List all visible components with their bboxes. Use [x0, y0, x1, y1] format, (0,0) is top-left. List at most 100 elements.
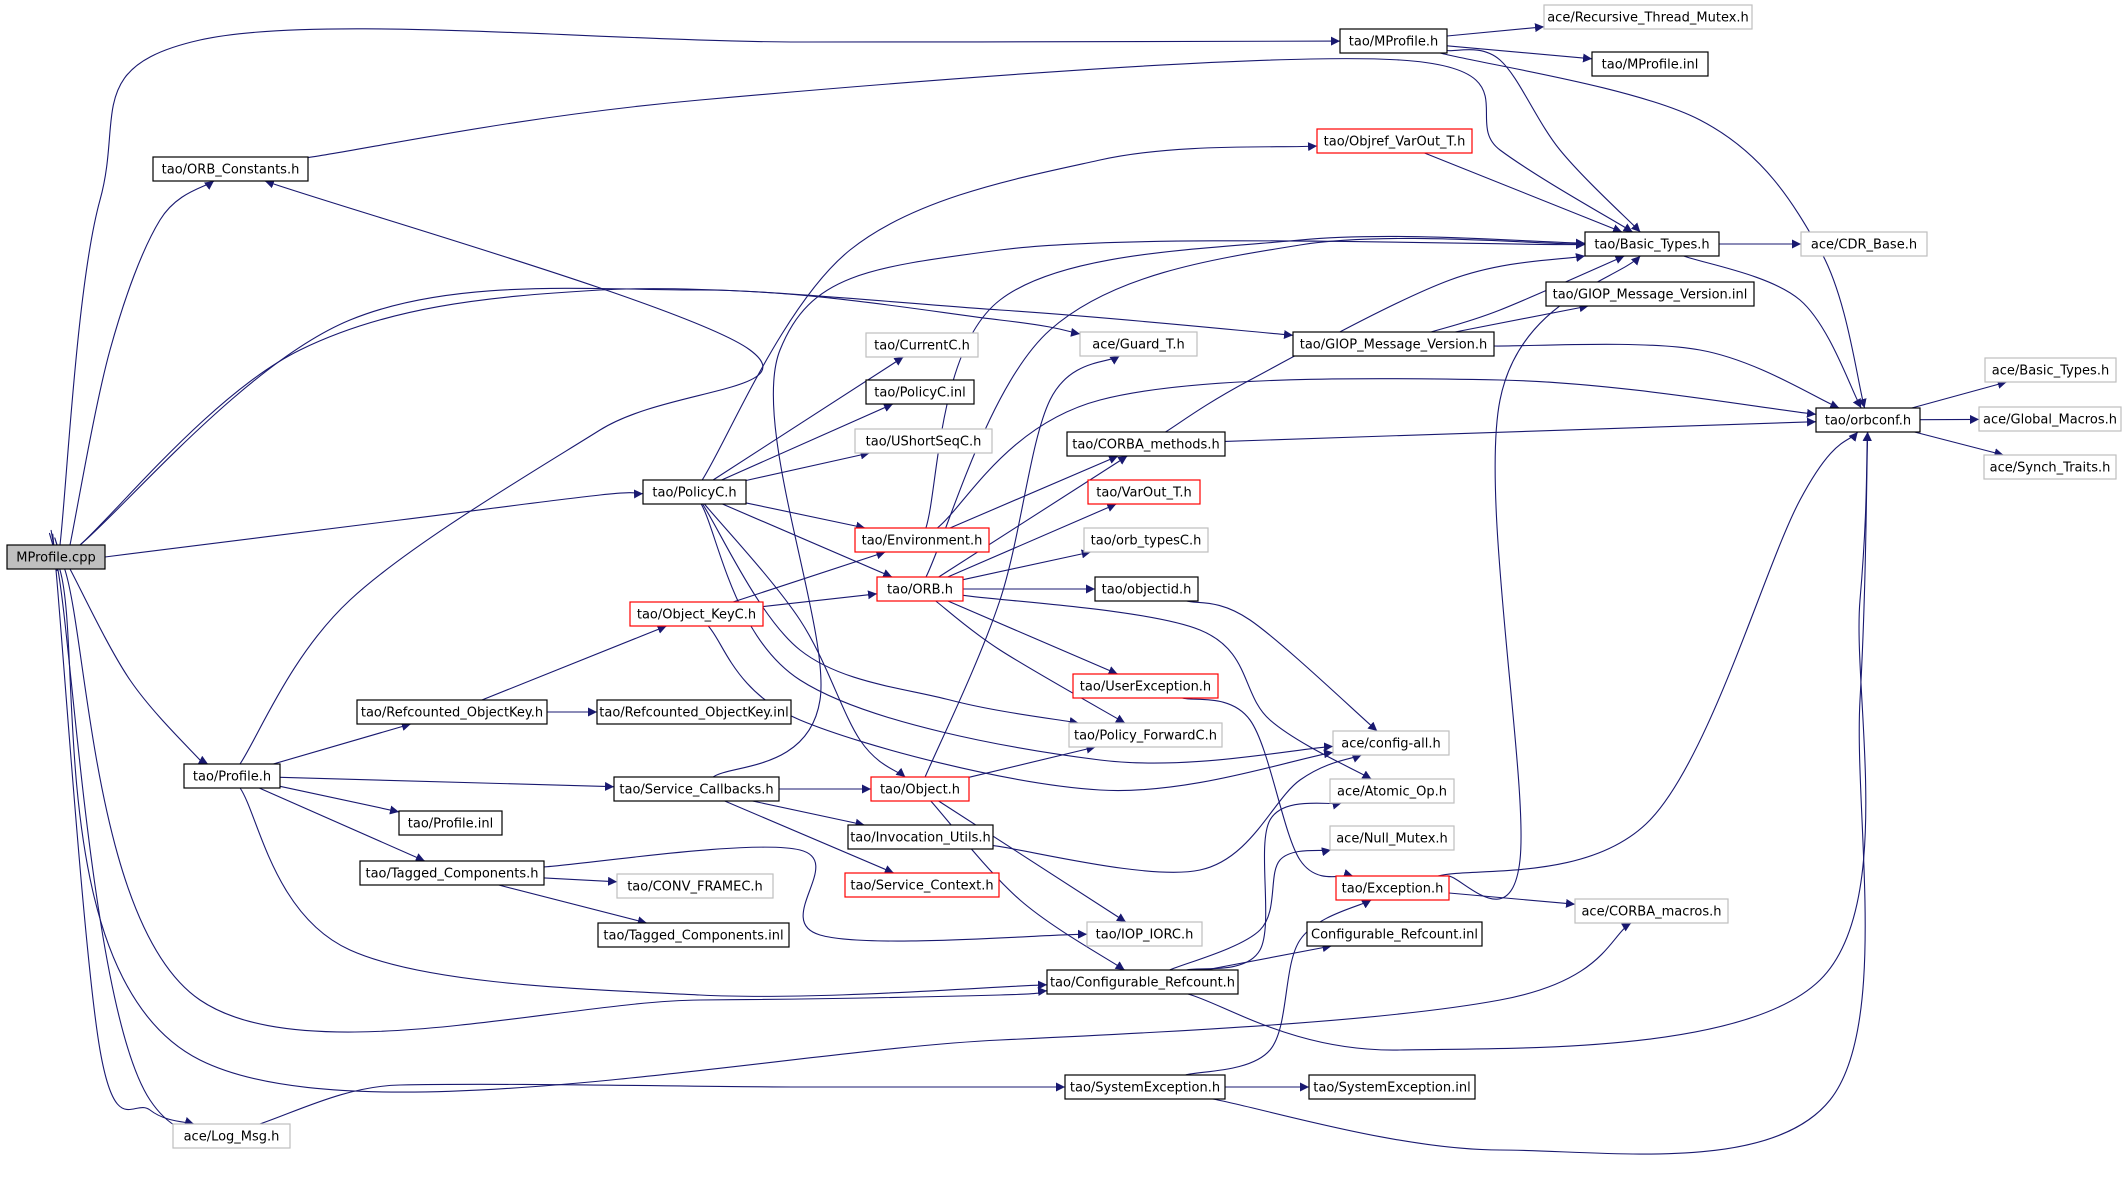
node-label: tao/Invocation_Utils.h	[850, 831, 991, 846]
edge-tao_objref-to-tao_basic_types	[1424, 152, 1623, 233]
node-tao_profile_h[interactable]: tao/Profile.h	[183, 763, 281, 789]
node-box	[642, 479, 747, 505]
node-ace_null_mutex[interactable]: ace/Null_Mutex.h	[1329, 825, 1455, 851]
edge-tao_policyc_h-to-tao_objref	[701, 142, 1318, 481]
node-label: tao/Refcounted_ObjectKey.h	[361, 706, 543, 721]
node-tao_basic_types[interactable]: tao/Basic_Types.h	[1584, 231, 1720, 257]
node-label: tao/Profile.h	[193, 770, 271, 785]
edge-tao_service_callbacks-to-tao_basic_types	[712, 240, 1586, 778]
node-box	[865, 332, 979, 358]
node-tao_currentc[interactable]: tao/CurrentC.h	[865, 332, 979, 358]
edge-tao_orbconf-to-ace_synch_traits	[1914, 431, 2004, 458]
node-ace_corba_macros[interactable]: ace/CORBA_macros.h	[1574, 898, 1729, 924]
node-box	[1087, 479, 1201, 505]
edge-tao_profile_h-to-tao_refcounted_h	[273, 722, 411, 765]
node-tao_orb_typesc[interactable]: tao/orb_typesC.h	[1083, 527, 1209, 553]
node-tao_iop_iorc[interactable]: tao/IOP_IORC.h	[1086, 921, 1203, 947]
edge-mprofile_cpp-to-tao_orb_constants	[66, 180, 215, 560]
node-label: tao/PolicyC.h	[652, 486, 736, 501]
node-tao_service_context[interactable]: tao/Service_Context.h	[844, 872, 1000, 898]
edge-mprofile_cpp-to-ace_log_msg	[52, 533, 195, 1126]
edge-tao_policyc_h-to-tao_currentc	[712, 356, 904, 481]
node-tao_policyc_h[interactable]: tao/PolicyC.h	[642, 479, 747, 505]
node-tao_giop_inl[interactable]: tao/GIOP_Message_Version.inl	[1545, 281, 1755, 307]
node-tao_invocation_utils[interactable]: tao/Invocation_Utils.h	[847, 824, 994, 850]
node-tao_conv_framec[interactable]: tao/CONV_FRAMEC.h	[616, 873, 774, 899]
node-tao_mprofile_inl[interactable]: tao/MProfile.inl	[1591, 51, 1709, 77]
edge-tao_mprofile_h-to-tao_basic_types	[1446, 49, 1641, 233]
node-label: tao/Objref_VarOut_T.h	[1324, 135, 1466, 150]
node-ace_recursive[interactable]: ace/Recursive_Thread_Mutex.h	[1543, 4, 1753, 30]
node-box	[1068, 722, 1223, 748]
node-box	[152, 156, 309, 182]
node-box	[398, 810, 503, 836]
node-tao_orbconf[interactable]: tao/orbconf.h	[1815, 407, 1921, 433]
node-ace_cdr_base[interactable]: ace/CDR_Base.h	[1800, 231, 1928, 257]
node-tao_varout[interactable]: tao/VarOut_T.h	[1087, 479, 1201, 505]
edge-tao_object_h-to-tao_iop_iorc	[938, 800, 1127, 923]
node-label: tao/SystemException.inl	[1313, 1081, 1470, 1096]
node-box	[854, 428, 993, 454]
node-ace_synch_traits[interactable]: ace/Synch_Traits.h	[1983, 454, 2117, 480]
node-tao_objectid[interactable]: tao/objectid.h	[1094, 576, 1199, 602]
node-tao_orb_constants[interactable]: tao/ORB_Constants.h	[152, 156, 309, 182]
node-tao_userexception[interactable]: tao/UserException.h	[1072, 673, 1219, 699]
node-configurable_refcount_inl[interactable]: Configurable_Refcount.inl	[1306, 921, 1483, 947]
node-tao_configurable_refcount[interactable]: tao/Configurable_Refcount.h	[1046, 969, 1239, 995]
node-ace_config_all[interactable]: ace/config-all.h	[1332, 730, 1450, 756]
node-box	[1329, 778, 1455, 804]
node-box	[172, 1123, 291, 1149]
node-box	[854, 527, 990, 553]
edge-tao_tagged_components_h-to-tao_iop_iorc	[543, 846, 1088, 942]
edge-tao_orb-to-tao_policy_forward	[935, 600, 1126, 724]
edge-tao_policyc_h-to-tao_ushortseq	[745, 450, 870, 482]
node-box	[613, 776, 780, 802]
node-tao_service_callbacks[interactable]: tao/Service_Callbacks.h	[613, 776, 780, 802]
node-tao_object_keyc[interactable]: tao/Object_KeyC.h	[629, 601, 764, 627]
edge-tao_profile_h-to-tao_orb_constants	[239, 179, 764, 765]
node-ace_atomic_op[interactable]: ace/Atomic_Op.h	[1329, 778, 1455, 804]
node-tao_systemexception_inl[interactable]: tao/SystemException.inl	[1308, 1074, 1476, 1100]
node-box	[1066, 431, 1226, 457]
node-tao_giop_h[interactable]: tao/GIOP_Message_Version.h	[1292, 331, 1495, 357]
node-tao_systemexception_h[interactable]: tao/SystemException.h	[1064, 1074, 1226, 1100]
node-label: tao/CurrentC.h	[874, 339, 970, 354]
edge-tao_configurable_refcount-to-ace_null_mutex	[1169, 847, 1332, 971]
node-box	[1094, 576, 1199, 602]
node-tao_profile_inl[interactable]: tao/Profile.inl	[398, 810, 503, 836]
node-box	[865, 379, 975, 405]
node-ace_guard[interactable]: ace/Guard_T.h	[1079, 331, 1198, 357]
node-label: tao/objectid.h	[1102, 583, 1192, 598]
node-tao_ushortseq[interactable]: tao/UShortSeqC.h	[854, 428, 993, 454]
node-ace_global_macros[interactable]: ace/Global_Macros.h	[1978, 406, 2122, 432]
node-tao_refcounted_inl[interactable]: tao/Refcounted_ObjectKey.inl	[596, 699, 792, 725]
node-label: tao/MProfile.h	[1349, 35, 1438, 50]
edge-tao_environment-to-tao_basic_types	[925, 235, 1586, 529]
edge-tao_policyc_h-to-ace_config_all	[700, 503, 1334, 764]
edge-tao_giop_h-to-tao_orbconf	[1493, 343, 1840, 409]
node-tao_refcounted_h[interactable]: tao/Refcounted_ObjectKey.h	[356, 699, 548, 725]
node-tao_corba_methods[interactable]: tao/CORBA_methods.h	[1066, 431, 1226, 457]
node-ace_basic_types[interactable]: ace/Basic_Types.h	[1984, 357, 2117, 383]
node-ace_log_msg[interactable]: ace/Log_Msg.h	[172, 1123, 291, 1149]
node-tao_environment[interactable]: tao/Environment.h	[854, 527, 990, 553]
node-tao_policy_forward[interactable]: tao/Policy_ForwardC.h	[1068, 722, 1223, 748]
edge-tao_giop_h-to-tao_basic_types	[1430, 255, 1625, 333]
edge-tao_orb-to-tao_basic_types	[925, 237, 1586, 578]
node-label: tao/UserException.h	[1080, 680, 1211, 695]
node-tao_mprofile_h[interactable]: tao/MProfile.h	[1339, 28, 1448, 54]
node-box	[1983, 454, 2117, 480]
node-tao_tagged_components_h[interactable]: tao/Tagged_Components.h	[359, 860, 545, 886]
edge-tao_profile_h-to-tao_configurable_refcount	[239, 787, 1048, 997]
node-tao_policyc_inl[interactable]: tao/PolicyC.inl	[865, 379, 975, 405]
edge-tao_object_h-to-ace_guard	[924, 355, 1120, 778]
node-tao_tagged_components_inl[interactable]: tao/Tagged_Components.inl	[597, 922, 790, 948]
node-tao_orb[interactable]: tao/ORB.h	[876, 576, 964, 602]
node-box	[1339, 28, 1448, 54]
node-tao_object_h[interactable]: tao/Object.h	[870, 776, 970, 802]
edge-tao_tagged_components_h-to-tao_tagged_components_inl	[498, 884, 647, 926]
node-tao_objref[interactable]: tao/Objref_VarOut_T.h	[1316, 128, 1473, 154]
node-tao_exception[interactable]: tao/Exception.h	[1335, 875, 1450, 901]
node-box	[1984, 357, 2117, 383]
